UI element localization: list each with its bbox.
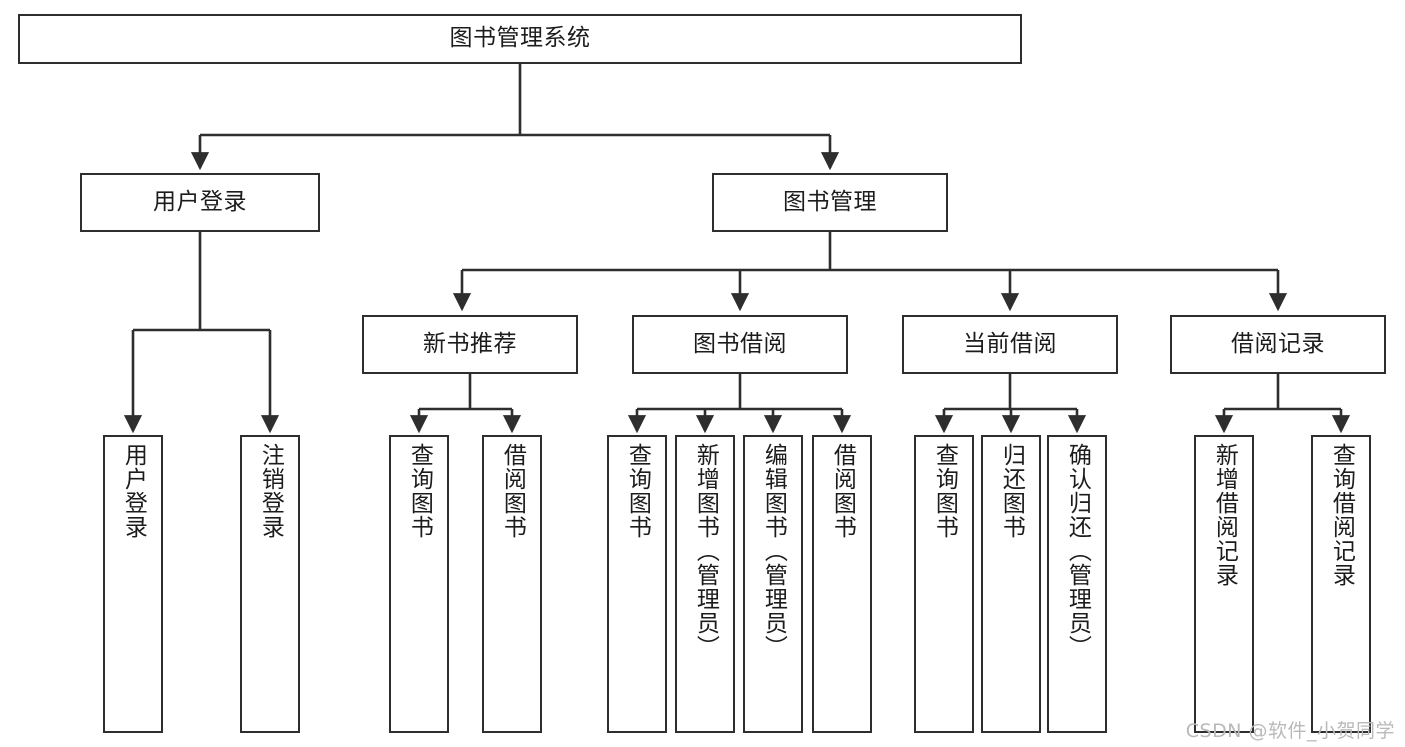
node-leaf-add-book-label: 新增图书（管理员） bbox=[692, 443, 719, 659]
node-leaf-query-book-1[interactable]: 查询图书 bbox=[389, 435, 449, 733]
node-leaf-query-book-3[interactable]: 查询图书 bbox=[914, 435, 974, 733]
node-leaf-query-book-3-label: 查询图书 bbox=[931, 443, 958, 539]
node-leaf-borrow-book-2[interactable]: 借阅图书 bbox=[812, 435, 872, 733]
node-current-borrow-label: 当前借阅 bbox=[963, 330, 1057, 357]
node-new-book-recommend[interactable]: 新书推荐 bbox=[362, 315, 578, 374]
node-leaf-logout-label: 注销登录 bbox=[257, 443, 284, 539]
node-leaf-logout[interactable]: 注销登录 bbox=[240, 435, 300, 733]
node-book-manage[interactable]: 图书管理 bbox=[712, 173, 948, 232]
node-current-borrow[interactable]: 当前借阅 bbox=[902, 315, 1118, 374]
node-leaf-user-login-label: 用户登录 bbox=[120, 443, 147, 539]
node-leaf-borrow-book-1-label: 借阅图书 bbox=[499, 443, 526, 539]
node-leaf-borrow-book-1[interactable]: 借阅图书 bbox=[482, 435, 542, 733]
node-leaf-query-record[interactable]: 查询借阅记录 bbox=[1311, 435, 1371, 733]
node-leaf-return-book[interactable]: 归还图书 bbox=[981, 435, 1041, 733]
node-book-borrow[interactable]: 图书借阅 bbox=[632, 315, 848, 374]
node-new-book-recommend-label: 新书推荐 bbox=[423, 330, 517, 357]
node-leaf-add-record[interactable]: 新增借阅记录 bbox=[1194, 435, 1254, 733]
node-user-login[interactable]: 用户登录 bbox=[80, 173, 320, 232]
node-borrow-record-label: 借阅记录 bbox=[1231, 330, 1325, 357]
node-leaf-query-record-label: 查询借阅记录 bbox=[1328, 443, 1355, 587]
node-book-manage-label: 图书管理 bbox=[783, 188, 877, 215]
node-leaf-confirm-return-label: 确认归还（管理员） bbox=[1064, 443, 1091, 659]
node-leaf-query-book-2-label: 查询图书 bbox=[624, 443, 651, 539]
node-book-borrow-label: 图书借阅 bbox=[693, 330, 787, 357]
node-root-label: 图书管理系统 bbox=[449, 25, 591, 52]
node-leaf-user-login[interactable]: 用户登录 bbox=[103, 435, 163, 733]
node-leaf-return-book-label: 归还图书 bbox=[998, 443, 1025, 539]
node-leaf-edit-book[interactable]: 编辑图书（管理员） bbox=[743, 435, 803, 733]
node-leaf-query-book-2[interactable]: 查询图书 bbox=[607, 435, 667, 733]
node-borrow-record[interactable]: 借阅记录 bbox=[1170, 315, 1386, 374]
node-root-book-management-system[interactable]: 图书管理系统 bbox=[18, 14, 1022, 64]
node-leaf-confirm-return[interactable]: 确认归还（管理员） bbox=[1047, 435, 1107, 733]
node-leaf-add-book[interactable]: 新增图书（管理员） bbox=[675, 435, 735, 733]
node-leaf-add-record-label: 新增借阅记录 bbox=[1211, 443, 1238, 587]
node-leaf-edit-book-label: 编辑图书（管理员） bbox=[760, 443, 787, 659]
node-leaf-borrow-book-2-label: 借阅图书 bbox=[829, 443, 856, 539]
node-user-login-label: 用户登录 bbox=[153, 188, 247, 215]
node-leaf-query-book-1-label: 查询图书 bbox=[406, 443, 433, 539]
csdn-watermark: CSDN @软件_小贺同学 bbox=[1185, 720, 1395, 742]
